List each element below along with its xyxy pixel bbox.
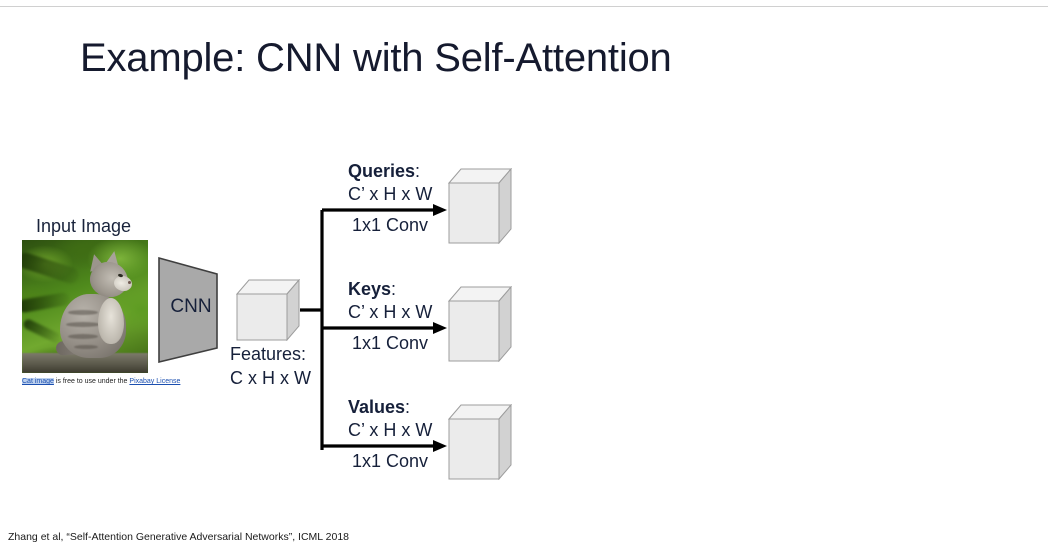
- cat-stripe: [74, 345, 98, 349]
- keys-colon: :: [391, 279, 397, 299]
- keys-label-group: Keys: C’ x H x W: [348, 278, 432, 324]
- keys-conv-label: 1x1 Conv: [352, 333, 429, 353]
- queries-label-group: Queries: C’ x H x W: [348, 160, 432, 206]
- photo-stone-ledge: [22, 353, 148, 373]
- values-conv-label: 1x1 Conv: [352, 451, 429, 471]
- slide-top-divider: [0, 6, 1048, 7]
- cnn-trapezoid: [158, 256, 218, 364]
- features-label: Features:: [230, 344, 307, 364]
- photo-credit: Cat image is free to use under the Pixab…: [22, 377, 180, 387]
- values-cube: [448, 404, 512, 480]
- values-title: Values: [348, 397, 406, 417]
- cat-nose: [128, 281, 131, 284]
- cat-stripe: [68, 310, 98, 315]
- cat-chest: [98, 298, 124, 344]
- queries-colon: :: [415, 161, 421, 181]
- input-image-label: Input Image: [36, 216, 132, 236]
- keys-dims: C’ x H x W: [348, 302, 433, 322]
- pixabay-license-link[interactable]: Pixabay License: [129, 378, 181, 385]
- values-dims: C’ x H x W: [348, 420, 433, 440]
- features-caption: Features: C x H x W: [230, 342, 311, 390]
- queries-conv-label: 1x1 Conv: [352, 215, 429, 235]
- values-label-group: Values: C’ x H x W: [348, 396, 432, 442]
- photo-credit-text: is free to use under the: [53, 378, 130, 385]
- features-cube: [236, 279, 300, 341]
- queries-dims: C’ x H x W: [348, 184, 433, 204]
- cat-image-link[interactable]: Cat image: [22, 378, 54, 385]
- values-colon: :: [405, 397, 411, 417]
- keys-cube: [448, 286, 512, 362]
- cnn-label: CNN: [170, 296, 212, 317]
- cat-stripe: [66, 322, 100, 327]
- queries-cube: [448, 168, 512, 244]
- source-citation: Zhang et al, “Self-Attention Generative …: [8, 531, 350, 543]
- input-cat-photo: [22, 240, 148, 373]
- cat-stripe: [68, 334, 98, 339]
- keys-title: Keys: [348, 279, 392, 299]
- queries-title: Queries: [348, 161, 416, 181]
- features-dims: C x H x W: [230, 368, 311, 388]
- page-title: Example: CNN with Self-Attention: [80, 36, 672, 80]
